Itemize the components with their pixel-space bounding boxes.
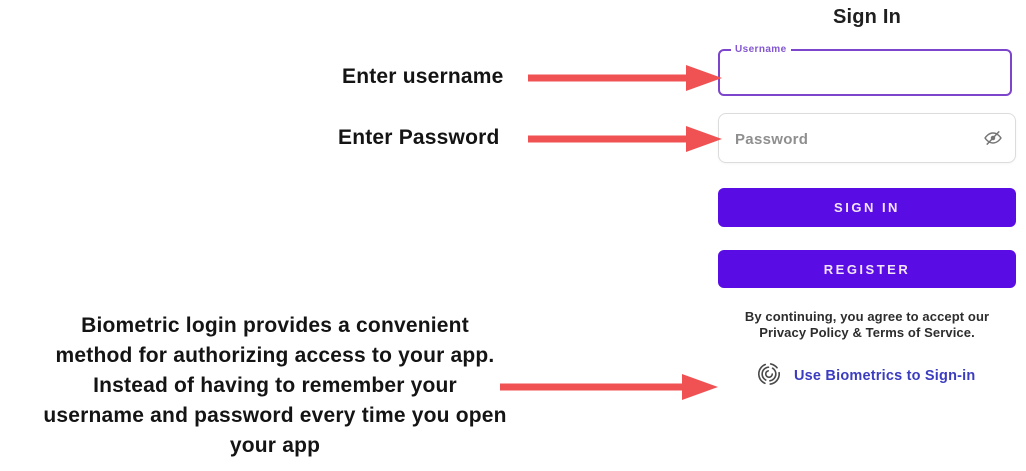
username-field-label: Username	[731, 44, 791, 55]
paragraph-line-2: method for authorizing access to your ap…	[55, 344, 495, 367]
password-visibility-toggle[interactable]	[983, 128, 1003, 148]
username-field[interactable]: Username	[718, 44, 1012, 96]
terms-line-1: By continuing, you agree to accept our	[744, 309, 990, 324]
annotation-enter-username: Enter username	[342, 65, 504, 88]
sign-in-button[interactable]: SIGN IN	[718, 188, 1016, 227]
paragraph-line-3: Instead of having to remember your	[93, 374, 457, 397]
terms-line-2: Privacy Policy & Terms of Service.	[759, 325, 975, 340]
red-arrow-password	[526, 124, 722, 159]
paragraph-line-5: your app	[229, 434, 321, 457]
biometrics-label: Use Biometrics to Sign-in	[794, 368, 976, 384]
biometrics-signin-link[interactable]: Use Biometrics to Sign-in	[756, 360, 975, 392]
username-input[interactable]	[728, 57, 1006, 90]
password-input[interactable]	[733, 120, 975, 158]
page-title: Sign In	[832, 6, 902, 28]
terms-text: By continuing, you agree to accept our P…	[708, 309, 1026, 341]
password-field[interactable]	[718, 113, 1016, 163]
red-arrow-biometrics	[498, 372, 718, 407]
annotation-biometric-paragraph: Biometric login provides a convenient me…	[18, 311, 532, 461]
paragraph-line-1: Biometric login provides a convenient	[81, 314, 469, 337]
annotation-enter-password: Enter Password	[338, 126, 500, 149]
eye-off-icon	[983, 130, 1003, 151]
register-button[interactable]: REGISTER	[718, 250, 1016, 288]
red-arrow-username	[526, 63, 722, 98]
fingerprint-icon	[756, 359, 782, 394]
paragraph-line-4: username and password every time you ope…	[43, 404, 507, 427]
